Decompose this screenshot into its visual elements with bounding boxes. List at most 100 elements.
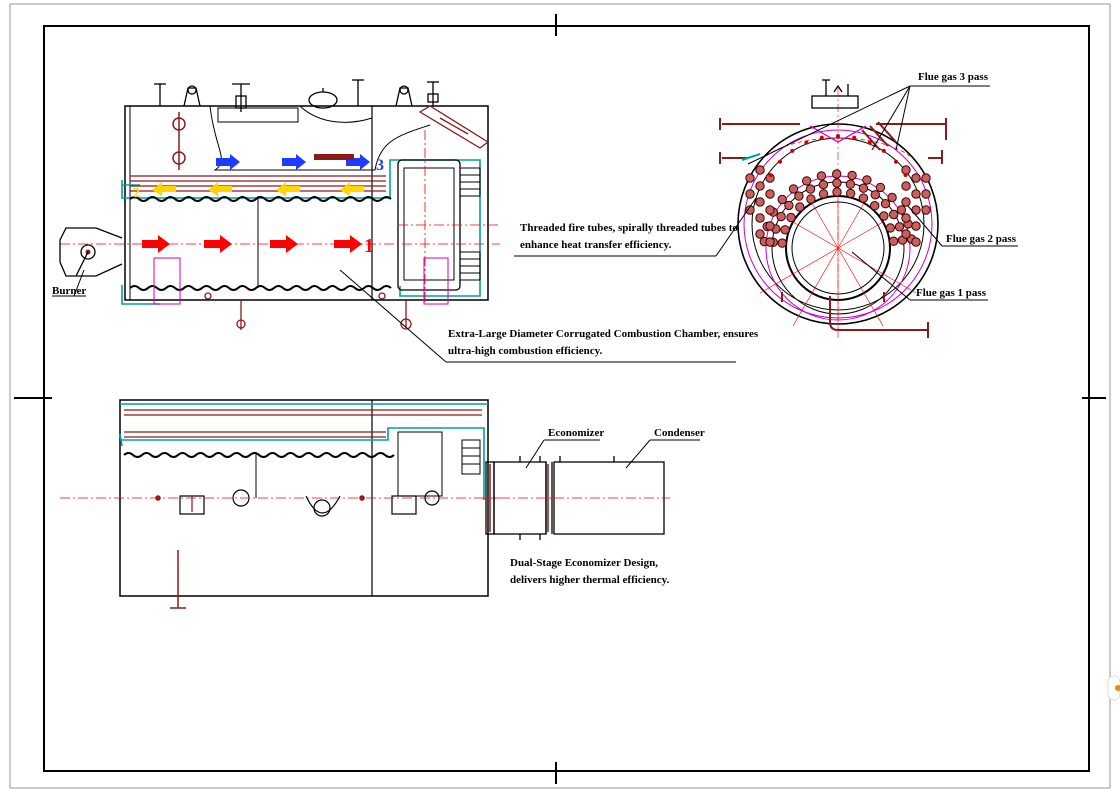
tube-hole: [805, 184, 816, 194]
tube-hole: [870, 190, 880, 200]
economizer-label: Economizer: [548, 427, 604, 439]
tube-hole: [858, 183, 869, 193]
dual-stage-line1: Dual-Stage Economizer Design,: [510, 557, 658, 569]
scroll-indicator[interactable]: [1107, 675, 1120, 701]
steam-pipe-path: [121, 159, 481, 305]
tube-hole: [858, 193, 869, 203]
tube-hole: [901, 229, 911, 239]
end-view: Flue gas 3 pass Flue gas 2 pass Flue gas…: [514, 71, 1018, 338]
tube-hole: [911, 221, 921, 231]
small-tube-dot: [804, 140, 809, 145]
tube-hole: [921, 205, 931, 215]
chamber-label-line2: ultra-high combustion efficiency.: [448, 345, 603, 357]
small-tube-dot: [903, 173, 908, 177]
radial-line: [837, 247, 884, 327]
tube-hole: [765, 189, 775, 199]
tube-hole: [784, 200, 794, 211]
tube-hole: [896, 205, 907, 215]
tube-hole: [777, 238, 787, 248]
radial-line: [837, 202, 865, 249]
radial-line: [811, 202, 839, 249]
tube-hole: [816, 171, 827, 181]
tube-hole: [847, 170, 857, 181]
radial-line: [837, 221, 884, 249]
tube-hole: [802, 176, 812, 186]
drawing-frame: [43, 25, 1090, 772]
tube-hole: [765, 221, 775, 231]
plan-view: Economizer Condenser Dual-Stage Economiz…: [60, 399, 705, 609]
pass3-arrows: [216, 154, 370, 170]
tube-hole: [818, 189, 829, 199]
tube-hole: [755, 165, 765, 175]
center-ticks: [14, 14, 1106, 784]
small-tube-dot: [790, 148, 795, 153]
pass1-arrows: [142, 235, 362, 253]
water-level-gauge: [172, 112, 186, 170]
tube-hole: [911, 189, 921, 199]
tube-hole: [765, 205, 775, 215]
tube-hole: [901, 197, 911, 207]
tube-hole: [777, 194, 787, 205]
dual-stage-line2: delivers higher thermal efficiency.: [510, 574, 670, 586]
tube-hole: [765, 237, 775, 247]
tube-hole: [755, 229, 765, 239]
tube-hole: [832, 178, 842, 188]
tube-hole: [875, 182, 886, 193]
tube-hole: [832, 187, 842, 197]
tube-hole: [911, 205, 921, 215]
tube-hole: [776, 211, 786, 222]
tube-hole: [786, 212, 796, 223]
pass2-number: 2: [133, 186, 140, 201]
threaded-label-line2: enhance heat transfer efficiency.: [520, 239, 672, 251]
tube-hole: [901, 213, 911, 223]
tube-hole: [885, 223, 895, 233]
radial-line: [792, 247, 839, 327]
flue3-label: Flue gas 3 pass: [918, 71, 989, 83]
tube-hole: [818, 180, 829, 190]
threaded-label-line1: Threaded fire tubes, spirally threaded t…: [520, 222, 738, 234]
pass1-number: 1: [364, 235, 374, 257]
small-tube-dot: [836, 134, 840, 138]
pass2-arrows: [152, 182, 364, 196]
tube-hole: [911, 173, 921, 183]
chamber-label-line1: Extra-Large Diameter Corrugated Combusti…: [448, 328, 759, 340]
tube-hole: [862, 175, 872, 185]
condenser-label: Condenser: [654, 427, 705, 439]
burner-label: Burner: [52, 285, 86, 297]
tube-hole: [845, 179, 856, 189]
radial-line: [759, 247, 839, 294]
tube-hole: [745, 173, 755, 183]
small-tube-dot: [867, 140, 872, 145]
tube-hole: [887, 192, 897, 203]
tube-hole: [745, 189, 755, 199]
burner-shape: [59, 227, 123, 277]
small-tube-dot: [778, 159, 782, 164]
tube-hole: [921, 189, 931, 199]
tube-hole: [755, 197, 765, 207]
tube-hole: [788, 184, 799, 194]
tube-hole: [795, 202, 805, 212]
tube-hole: [794, 191, 804, 201]
tube-hole: [780, 225, 790, 235]
tube-hole: [889, 209, 899, 220]
tube-hole: [911, 237, 921, 247]
tube-hole: [832, 169, 842, 179]
tube-hole: [921, 173, 931, 183]
small-tube-dot: [881, 148, 886, 153]
tube-hole: [755, 213, 765, 223]
shell-outline: [124, 105, 489, 301]
small-tube-dot: [894, 159, 898, 164]
tube-hole: [806, 194, 816, 204]
flue1-label: Flue gas 1 pass: [916, 287, 987, 299]
tube-hole: [901, 165, 911, 175]
tube-hole: [880, 199, 891, 209]
pass3-number: 3: [376, 157, 384, 174]
tube-hole: [901, 181, 911, 191]
radial-line: [837, 247, 917, 294]
tube-hole: [879, 211, 889, 221]
tube-hole: [894, 222, 905, 232]
outer-border: [9, 3, 1111, 789]
tube-hole: [745, 205, 755, 215]
tube-hole: [870, 201, 880, 211]
